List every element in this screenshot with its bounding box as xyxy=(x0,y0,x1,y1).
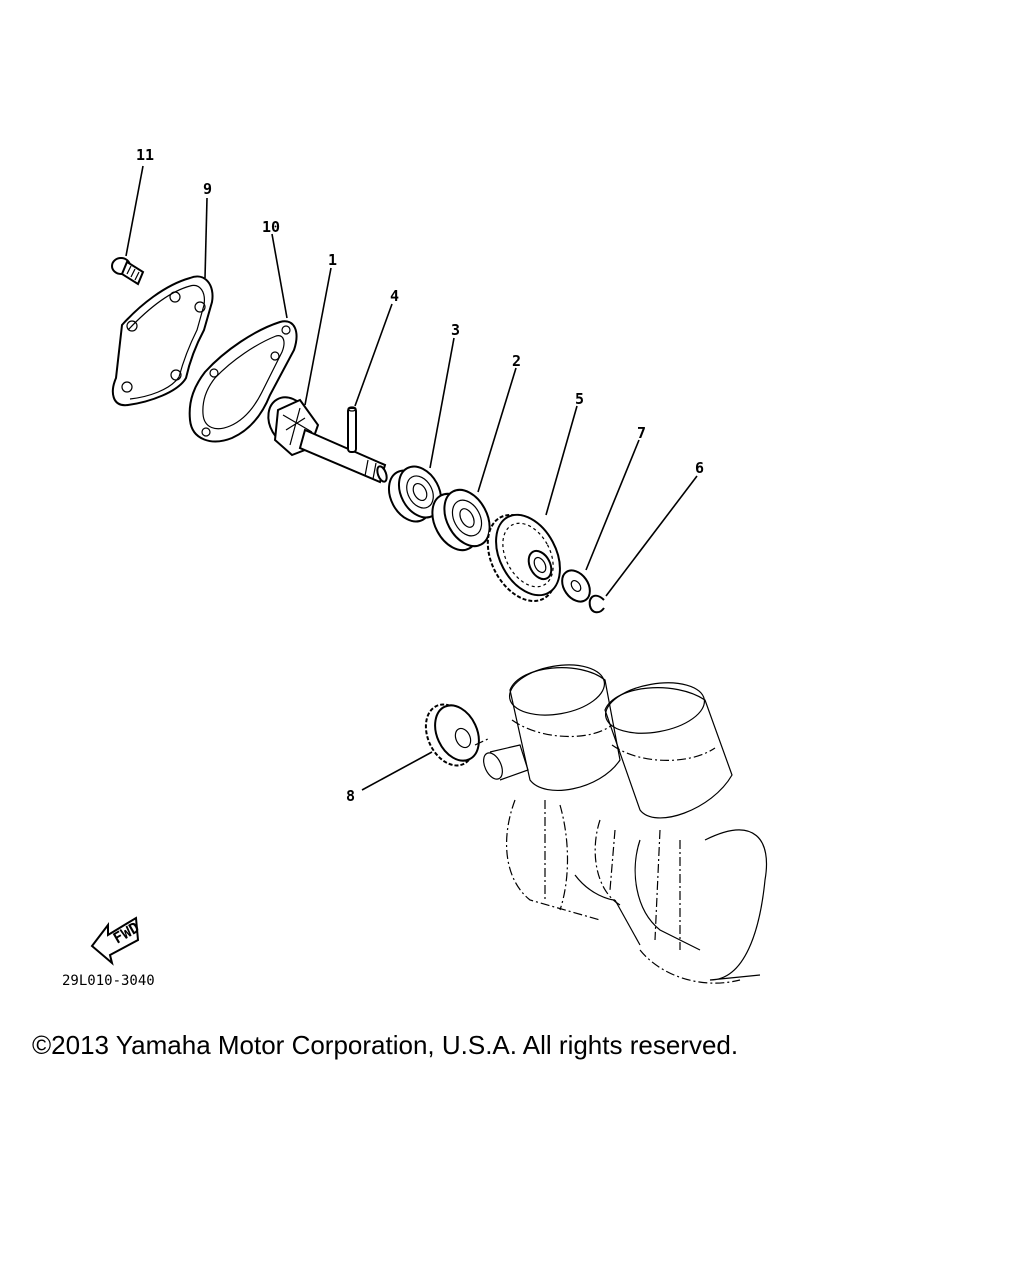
callout-9: 9 xyxy=(203,180,212,198)
part-6-circlip xyxy=(588,594,605,614)
leader-lines xyxy=(125,165,698,791)
part-8-drive-gear xyxy=(424,703,480,767)
exploded-parts-diagram: FWD 11 9 10 1 4 3 2 5 7 6 8 29L010-3040 xyxy=(62,146,768,989)
part-7-washer xyxy=(561,569,591,603)
engine-crankshaft-phantom xyxy=(474,664,768,984)
part-11-bolt xyxy=(111,257,145,286)
callout-8: 8 xyxy=(346,787,355,805)
callout-4: 4 xyxy=(390,287,399,305)
callout-10: 10 xyxy=(262,218,280,236)
callout-7: 7 xyxy=(637,424,646,442)
part-1-impeller-shaft xyxy=(267,396,388,484)
part-4-pin xyxy=(347,406,357,453)
diagram-code: 29L010-3040 xyxy=(62,973,155,989)
fwd-arrow-icon: FWD xyxy=(90,916,142,966)
part-9-pump-cover xyxy=(111,275,214,407)
copyright-notice: ©2013 Yamaha Motor Corporation, U.S.A. A… xyxy=(32,1030,739,1060)
callout-2: 2 xyxy=(512,352,521,370)
callout-5: 5 xyxy=(575,390,584,408)
callout-3: 3 xyxy=(451,321,460,339)
callout-6: 6 xyxy=(695,459,704,477)
callout-11: 11 xyxy=(136,146,154,164)
part-2-bearing xyxy=(431,488,491,552)
part-5-gear xyxy=(486,513,561,602)
callout-1: 1 xyxy=(328,251,337,269)
callout-labels: 11 9 10 1 4 3 2 5 7 6 8 xyxy=(136,146,704,805)
part-10-gasket xyxy=(188,320,298,443)
part-3-bearing xyxy=(387,465,443,523)
